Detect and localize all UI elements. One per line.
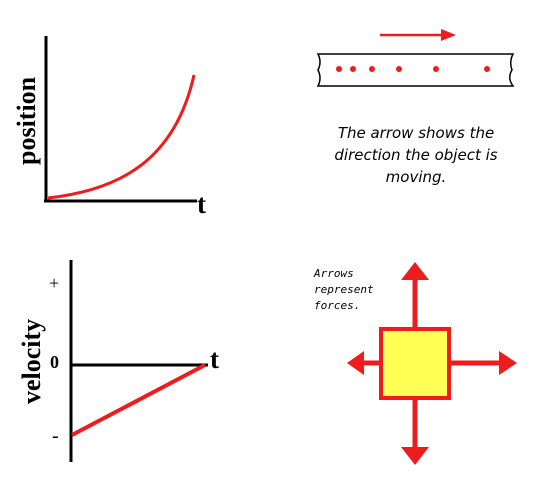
force-diagram: Arrows represent forces.: [313, 262, 517, 465]
velocity-t-label: t: [210, 344, 219, 374]
force-note-line-1: Arrows: [313, 267, 354, 280]
tape-strip: [316, 53, 515, 87]
velocity-graph: velocity t + 0 -: [17, 260, 219, 462]
motion-caption-line-2: direction the object is: [334, 146, 497, 164]
motion-diagram: The arrow shows the direction the object…: [316, 29, 515, 186]
force-arrow-down-icon: [401, 398, 429, 465]
velocity-line: [71, 363, 206, 437]
force-arrow-left-icon: [347, 351, 383, 375]
velocity-axis-label: velocity: [17, 319, 46, 404]
motion-dot: [396, 66, 402, 72]
motion-caption-line-3: moving.: [386, 168, 447, 186]
motion-dot: [350, 66, 356, 72]
position-axis-label: position: [12, 76, 41, 165]
force-note-line-2: represent: [314, 283, 374, 296]
direction-arrow-icon: [380, 29, 456, 41]
force-arrow-right-icon: [448, 351, 517, 375]
force-object-box: [379, 327, 451, 400]
motion-dot: [433, 66, 439, 72]
position-t-label: t: [197, 189, 206, 219]
position-graph: position t: [12, 36, 206, 219]
motion-dot: [484, 66, 490, 72]
motion-caption-line-1: The arrow shows the: [338, 124, 494, 142]
motion-dot: [369, 66, 375, 72]
velocity-tick-plus: +: [49, 273, 59, 293]
force-arrow-up-icon: [401, 262, 429, 330]
motion-dot: [336, 66, 342, 72]
force-note-line-3: forces.: [314, 299, 360, 312]
velocity-tick-minus: -: [52, 425, 59, 447]
position-curve: [47, 74, 196, 200]
velocity-tick-zero: 0: [50, 352, 59, 372]
